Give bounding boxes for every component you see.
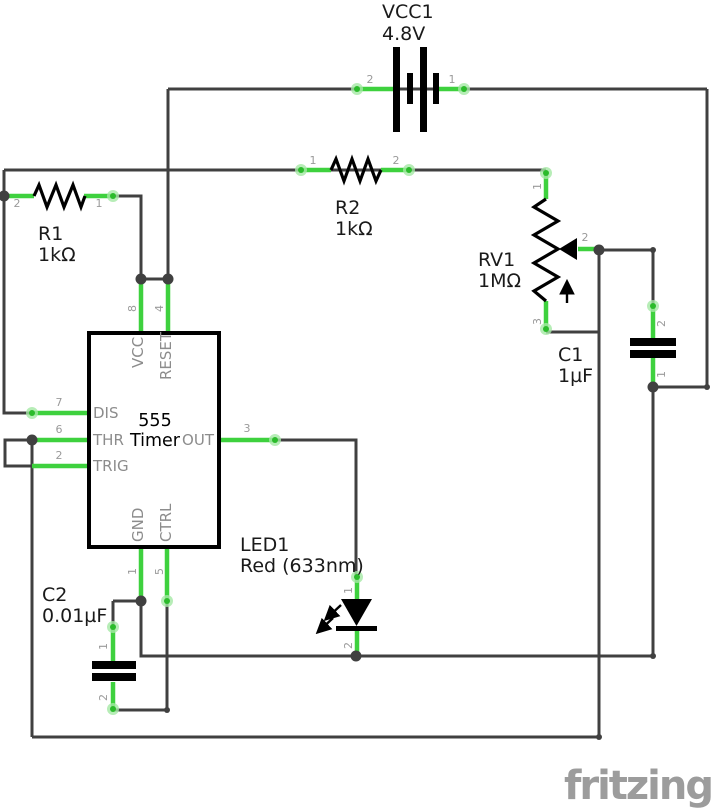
wire-out-to-led[interactable] (275, 438, 358, 576)
ic-pin-name-dis: DIS (93, 404, 119, 422)
label-r1-value[interactable]: 1kΩ (38, 244, 76, 266)
label-rv1-value[interactable]: 1MΩ (478, 270, 521, 292)
pin-num-r1-1: 1 (96, 197, 103, 210)
pin-num-ic-3: 3 (244, 422, 251, 435)
pin-num-r1-2: 2 (14, 197, 21, 210)
ic-pin-name-gnd: GND (129, 508, 147, 542)
fritzing-logo: fritzing (564, 763, 712, 809)
battery-symbol[interactable] (393, 47, 439, 132)
label-rv1-designator[interactable]: RV1 (478, 249, 515, 271)
wire-gnd-rail[interactable] (139, 601, 653, 658)
ic-title-line2: Timer (129, 431, 181, 451)
pin-num-ic-8: 8 (126, 305, 139, 312)
wire-dis-drop[interactable] (2, 170, 33, 415)
label-c1-designator[interactable]: C1 (558, 344, 583, 366)
pin-num-rv1-1: 1 (531, 183, 544, 190)
label-r1-designator[interactable]: R1 (38, 223, 63, 245)
label-c1-value[interactable]: 1µF (558, 365, 593, 387)
led-emission-arrow-icon (315, 617, 334, 635)
ic-pin-name-ctrl: CTRL (157, 503, 175, 542)
wires (2, 87, 709, 739)
label-led1-value[interactable]: Red (633nm) (240, 555, 364, 577)
pin-num-r2-2: 2 (393, 154, 400, 167)
pin-num-led1-2: 2 (342, 642, 355, 649)
terminal-dots (26, 83, 659, 715)
led-symbol[interactable] (315, 599, 377, 635)
pin-num-ic-1: 1 (126, 568, 139, 575)
wiper-triangle (559, 238, 577, 260)
ic-title-line1: 555 (138, 411, 171, 431)
pin-num-c1-2: 2 (655, 320, 668, 327)
component-labels: VCC1 4.8V R1 1kΩ R2 1kΩ RV1 1MΩ C1 1µF C… (38, 1, 593, 627)
ic-pin-name-trig: TRIG (92, 457, 129, 475)
pin-num-led1-1: 1 (342, 587, 355, 594)
label-r2-designator[interactable]: R2 (335, 197, 360, 219)
label-led1-designator[interactable]: LED1 (240, 534, 289, 556)
pin-num-vcc1-1: 1 (449, 73, 456, 86)
resistor-r1[interactable] (32, 180, 87, 212)
wire-gnd-to-c2[interactable] (111, 599, 141, 626)
ic-pin-name-out: OUT (182, 431, 215, 449)
pin-num-ic-4: 4 (153, 305, 166, 312)
label-vcc1-designator[interactable]: VCC1 (382, 1, 434, 23)
pin-num-c1-1: 1 (655, 371, 668, 378)
wire-wiper-to-c1[interactable] (599, 248, 655, 306)
ic-555[interactable]: 555 Timer VCC RESET DIS THR TRIG OUT GND… (87, 331, 221, 549)
wire-r1-to-vcc-pin[interactable] (113, 194, 143, 280)
ic-pin-name-reset: RESET (157, 331, 175, 380)
potentiometer-rv1[interactable] (530, 197, 577, 303)
label-r2-value[interactable]: 1kΩ (335, 218, 373, 240)
pin-num-ic-6: 6 (56, 423, 63, 436)
pin-num-rv1-3: 3 (531, 318, 544, 325)
ic-pin-name-thr: THR (92, 431, 124, 449)
pin-num-rv1-2: 2 (582, 231, 589, 244)
resistor-r2[interactable] (329, 154, 383, 186)
capacitor-c1[interactable] (630, 338, 676, 358)
pin-num-c2-2: 2 (97, 694, 110, 701)
pin-num-ic-7: 7 (56, 396, 63, 409)
label-c2-designator[interactable]: C2 (42, 584, 67, 606)
pin-num-c2-1: 1 (97, 643, 110, 650)
led-emission-arrow-icon (323, 604, 342, 622)
wire-thr-trig-loop[interactable] (3, 438, 32, 468)
pin-num-r2-1: 1 (310, 154, 317, 167)
ic-pin-name-vcc: VCC (129, 337, 147, 368)
pin-num-ic-5: 5 (153, 568, 166, 575)
capacitor-c2[interactable] (92, 661, 136, 681)
pin-num-vcc1-2: 2 (367, 73, 374, 86)
junction-dots (0, 190, 710, 740)
label-vcc1-value[interactable]: 4.8V (382, 23, 425, 45)
label-c2-value[interactable]: 0.01µF (42, 605, 107, 627)
pin-numbers: 8 4 7 6 2 3 1 5 2 1 2 1 1 2 1 2 3 2 1 1 … (14, 73, 669, 701)
pin-num-ic-2: 2 (56, 449, 63, 462)
